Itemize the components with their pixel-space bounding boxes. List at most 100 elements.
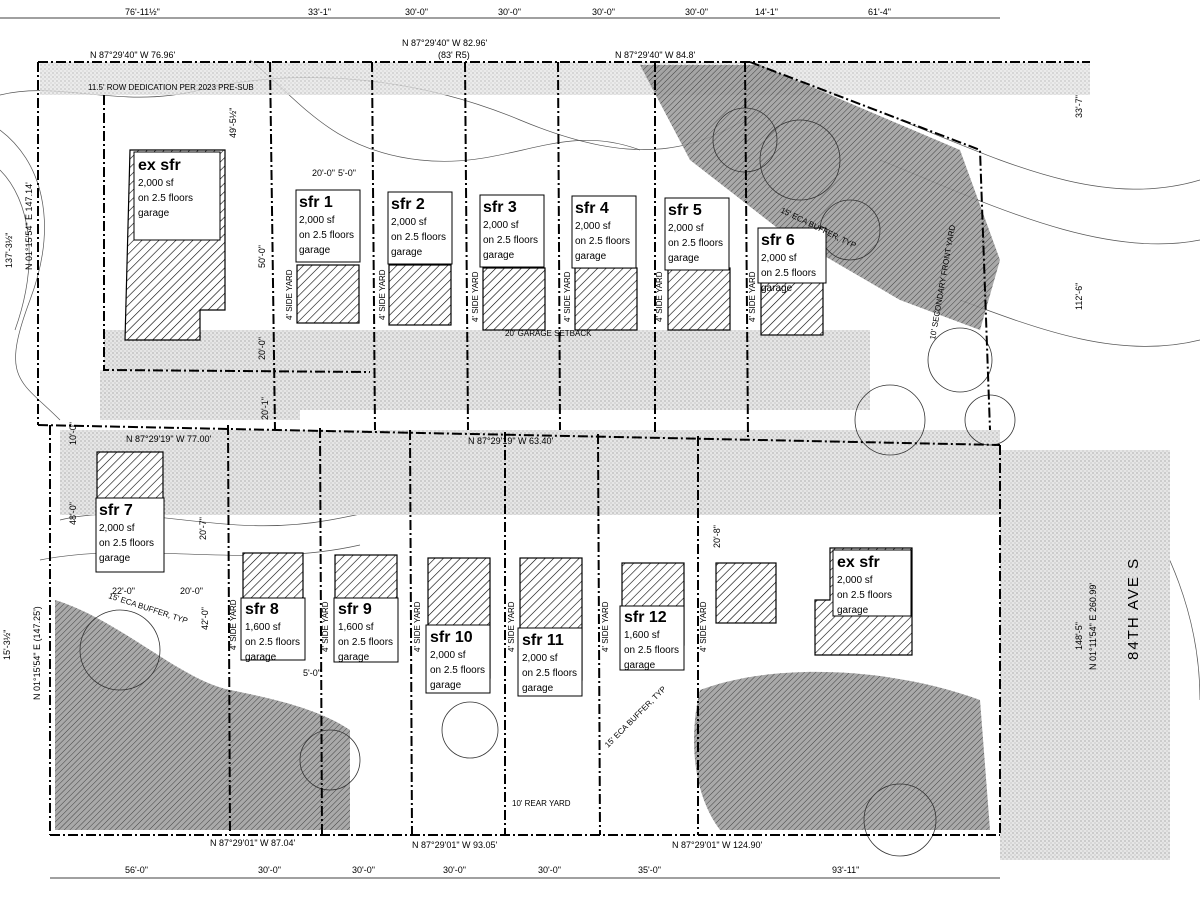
lot-detail: 2,000 sf xyxy=(668,223,704,234)
bearing-north-west: N 87°29'40" W 76.96' xyxy=(90,50,176,60)
lot-name: sfr 8 xyxy=(245,601,279,618)
top-dim: 61'-4" xyxy=(868,7,891,17)
misc-dim: 20'-0" xyxy=(312,168,335,178)
bottom-dim: 56'-0" xyxy=(125,865,148,875)
lot-detail: 2,000 sf xyxy=(837,575,873,586)
lot-detail: on 2.5 floors xyxy=(483,235,538,246)
lot-detail: on 2.5 floors xyxy=(245,637,300,648)
top-dim: 76'-11½" xyxy=(125,7,160,17)
top-dimension-row: 76'-11½" 33'-1" 30'-0" 30'-0" 30'-0" 30'… xyxy=(0,7,1000,19)
bearing-middle-mid: N 87°29'19" W 63.40' xyxy=(468,436,554,446)
misc-dim: 5'-0" xyxy=(338,168,356,178)
lot-detail: garage xyxy=(624,660,656,671)
lot-sfr-12: sfr 12 1,600 sf on 2.5 floors garage xyxy=(624,609,679,671)
eca-buffer-note-sw: 15' ECA BUFFER, TYP xyxy=(107,591,188,625)
lot-detail: garage xyxy=(299,245,331,256)
lot-detail: garage xyxy=(522,683,554,694)
misc-dim: 112'-6" xyxy=(1074,283,1084,310)
top-dim: 14'-1" xyxy=(755,7,778,17)
lot-detail: 1,600 sf xyxy=(338,622,374,633)
bottom-dim: 35'-0" xyxy=(638,865,661,875)
street-name-label: 84TH AVE S xyxy=(1125,557,1142,660)
top-dim: 30'-0" xyxy=(592,7,615,17)
lot-detail: 2,000 sf xyxy=(99,523,135,534)
misc-dimensions: 20'-0" 5'-0" 50'-0" 20'-0" 49'-5½" 137'-… xyxy=(2,95,1084,678)
bearings: N 87°29'40" W 76.96' N 87°29'40" W 82.96… xyxy=(24,38,1098,850)
lot-name: sfr 5 xyxy=(668,202,702,219)
bottom-dim: 30'-0" xyxy=(443,865,466,875)
street-84th-ave xyxy=(1000,450,1170,860)
misc-dim: 50'-0" xyxy=(257,245,267,268)
lot-detail: on 2.5 floors xyxy=(299,230,354,241)
misc-dim: 42'-0" xyxy=(200,607,210,630)
side-yard-note: 4' SIDE YARD xyxy=(699,601,708,652)
side-yard-note: 4' SIDE YARD xyxy=(229,599,238,650)
tree-symbols xyxy=(79,107,1016,857)
lot-detail: on 2.5 floors xyxy=(837,590,892,601)
side-yard-note: 4' SIDE YARD xyxy=(321,601,330,652)
lot-name: sfr 9 xyxy=(338,601,372,618)
lot-detail: on 2.5 floors xyxy=(391,232,446,243)
rear-yard-note: 10' REAR YARD xyxy=(512,799,571,808)
garage-setback-note: 20' GARAGE SETBACK xyxy=(505,329,592,338)
misc-dim: 48'-0" xyxy=(68,502,78,525)
lot-detail: on 2.5 floors xyxy=(761,268,816,279)
misc-dim: 20'-7" xyxy=(198,517,208,540)
lot-detail: on 2.5 floors xyxy=(575,236,630,247)
lot-detail: 2,000 sf xyxy=(575,221,611,232)
top-dim: 30'-0" xyxy=(498,7,521,17)
top-dim: 30'-0" xyxy=(685,7,708,17)
lot-name: sfr 3 xyxy=(483,199,517,216)
misc-dim: 20'-0" xyxy=(180,586,203,596)
lot-detail: 1,600 sf xyxy=(624,630,660,641)
side-yard-note: 4' SIDE YARD xyxy=(563,271,572,322)
access-drive xyxy=(40,62,1090,515)
side-yard-note: 4' SIDE YARD xyxy=(285,269,294,320)
misc-dim: 10'-0" xyxy=(68,422,78,445)
lot-detail: garage xyxy=(430,680,462,691)
bottom-dim: 30'-0" xyxy=(538,865,561,875)
lot-detail: garage xyxy=(245,652,277,663)
lot-detail: on 2.5 floors xyxy=(624,645,679,656)
misc-dim: 5'-0" xyxy=(303,668,321,678)
lot-detail: garage xyxy=(138,208,170,219)
lot-name: sfr 1 xyxy=(299,194,333,211)
lot-detail: 2,000 sf xyxy=(299,215,335,226)
lot-name: sfr 10 xyxy=(430,629,473,646)
bottom-dim: 30'-0" xyxy=(258,865,281,875)
lot-detail: 2,000 sf xyxy=(761,253,797,264)
lot-detail: 2,000 sf xyxy=(430,650,466,661)
lot-detail: 2,000 sf xyxy=(522,653,558,664)
bearing-north-east: N 87°29'40" W 84.8' xyxy=(615,50,696,60)
lot-detail: on 2.5 floors xyxy=(138,193,193,204)
lot-name: sfr 12 xyxy=(624,609,667,626)
bottom-dim: 30'-0" xyxy=(352,865,375,875)
lot-detail: garage xyxy=(338,652,370,663)
eca-steep-slope xyxy=(55,65,1000,830)
lot-detail: garage xyxy=(668,253,700,264)
bearing-north-r5: (83' R5) xyxy=(438,50,470,60)
side-yard-note: 4' SIDE YARD xyxy=(471,271,480,322)
side-yard-note: 4' SIDE YARD xyxy=(507,601,516,652)
side-yard-note: 4' SIDE YARD xyxy=(378,269,387,320)
bottom-dim: 93'-11" xyxy=(832,865,859,875)
misc-dim: 49'-5½" xyxy=(228,108,238,138)
lot-name: sfr 11 xyxy=(522,632,564,649)
misc-dim: 148'-5" xyxy=(1074,622,1084,650)
side-yard-note: 4' SIDE YARD xyxy=(748,271,757,322)
bearing-west-line: N 01°15'54" E 147.14' xyxy=(24,182,34,270)
lot-detail: garage xyxy=(391,247,423,258)
lot-detail: garage xyxy=(761,283,793,294)
lot-name: sfr 2 xyxy=(391,196,425,213)
